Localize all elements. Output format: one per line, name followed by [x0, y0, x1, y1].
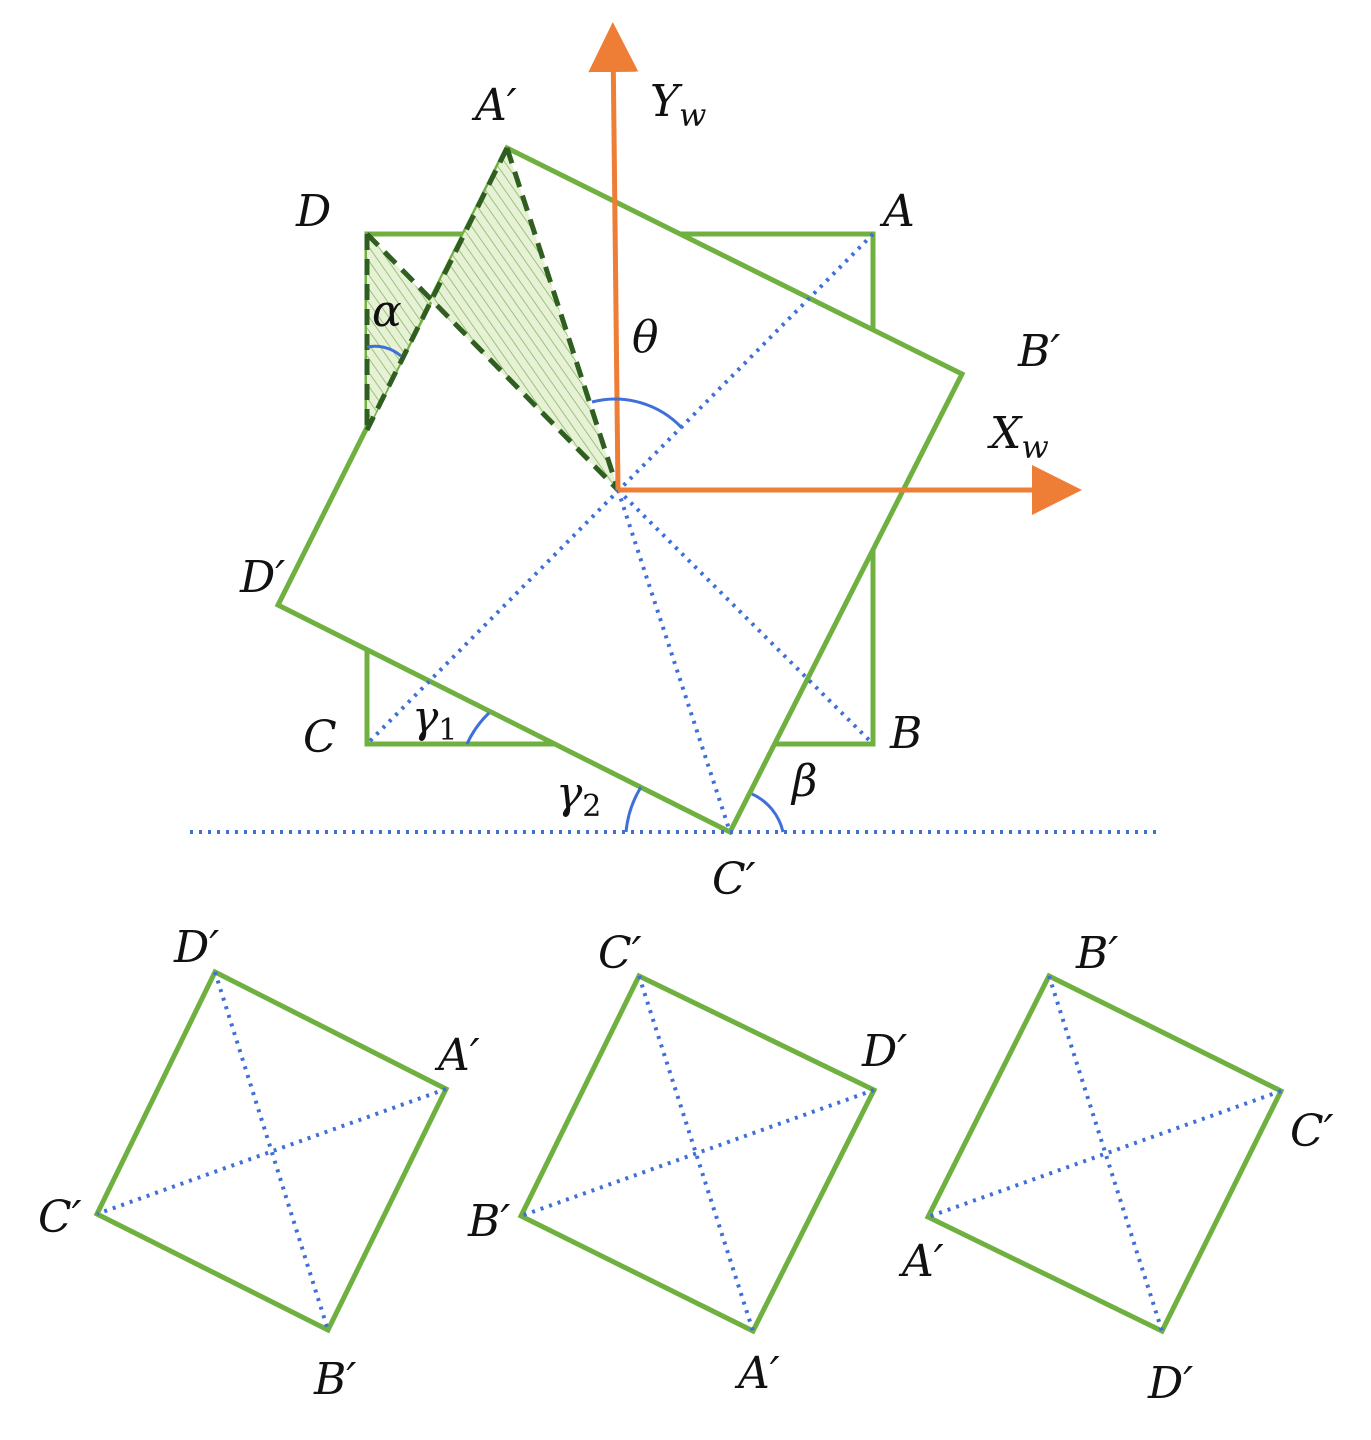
config-label-top: C′ [598, 928, 642, 979]
shaded-triangle-a-prime [430, 148, 618, 490]
config-label-top: D′ [173, 922, 219, 973]
gamma2-arc [624, 786, 643, 833]
label-d-prime: D′ [239, 552, 285, 603]
config-label-right: A′ [434, 1030, 480, 1081]
y-axis [588, 22, 639, 491]
config-diagonal [637, 975, 755, 1332]
dashed-triangle-edges [364, 146, 621, 492]
config-label-left: A′ [898, 1236, 944, 1287]
label-a: A [879, 186, 915, 237]
config-label-left: B′ [467, 1196, 510, 1247]
label-d: D [295, 186, 331, 237]
config-square [93, 968, 450, 1334]
config-diagonal [1047, 975, 1164, 1332]
theta-arc [591, 397, 684, 430]
label-a-prime: A′ [471, 80, 517, 131]
gamma1-arc [465, 711, 491, 745]
label-gamma2: γ2 [556, 768, 601, 824]
label-c-prime: C′ [712, 854, 756, 905]
config-diagonal [213, 971, 330, 1331]
label-x-axis: Xw [987, 408, 1049, 466]
label-alpha: α [372, 286, 402, 337]
alpha-arc [366, 344, 402, 358]
label-y-axis: Yw [650, 76, 706, 134]
config-diagonal [96, 1087, 447, 1216]
label-c: C [303, 712, 337, 763]
shaded-triangle-d [367, 234, 430, 430]
label-b-prime: B′ [1017, 326, 1060, 377]
label-gamma1: γ1 [412, 692, 457, 748]
configuration-2: C′ D′ A′ B′ [467, 928, 907, 1399]
label-beta: β [790, 756, 817, 807]
angle-arcs [366, 344, 785, 833]
config-label-top: B′ [1075, 928, 1118, 979]
config-label-bottom: D′ [1147, 1358, 1193, 1409]
configuration-1: D′ A′ B′ C′ [38, 922, 480, 1405]
config-square [924, 972, 1285, 1335]
beta-arc [751, 792, 785, 833]
config-label-bottom: B′ [313, 1354, 356, 1405]
config-label-left: C′ [38, 1192, 82, 1243]
configuration-3: B′ C′ D′ A′ [898, 928, 1334, 1409]
label-theta: θ [632, 312, 659, 363]
config-label-right: D′ [861, 1026, 907, 1077]
config-label-bottom: A′ [734, 1348, 780, 1399]
label-b: B [889, 708, 922, 759]
config-label-right: C′ [1290, 1106, 1334, 1157]
config-square [517, 972, 878, 1335]
main-diagonals [365, 232, 875, 833]
